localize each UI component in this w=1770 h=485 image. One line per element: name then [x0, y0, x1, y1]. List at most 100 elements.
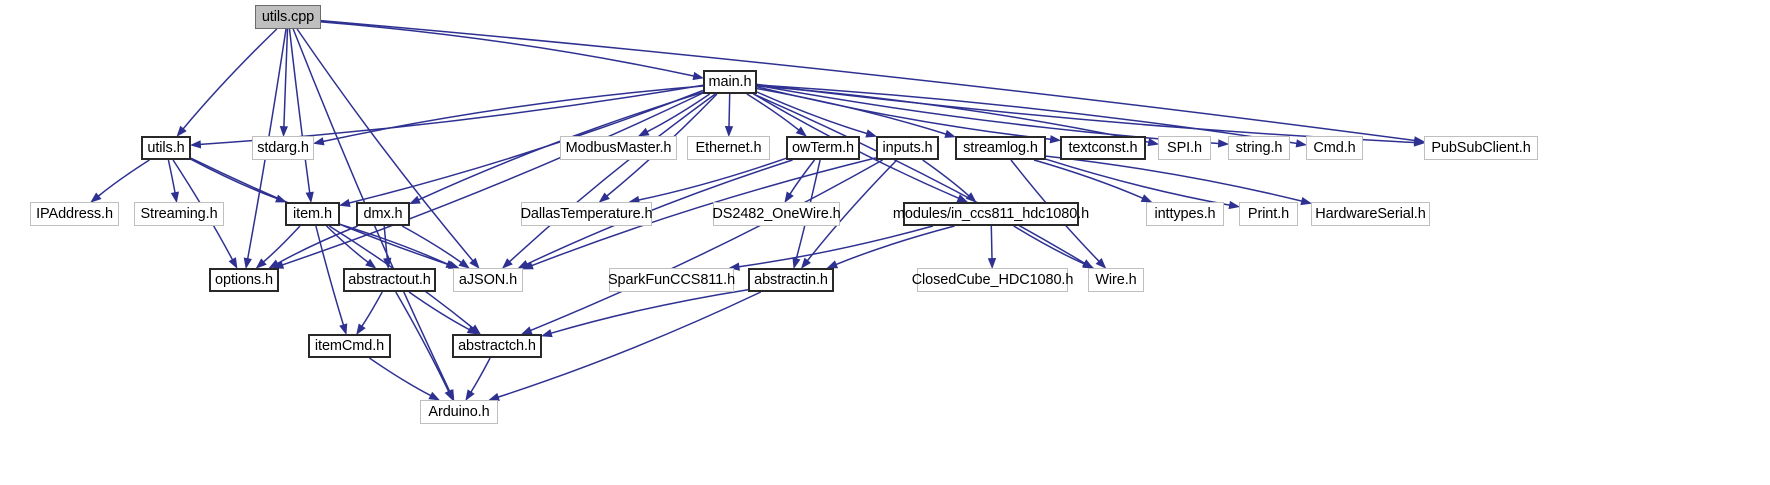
edge-abstractin-h-to-arduino-h [497, 291, 762, 398]
edge-abstractout-h-to-itemcmd-h [361, 291, 383, 327]
node-pubsubclient-h[interactable]: PubSubClient.h [1424, 136, 1538, 160]
edge-dmx-h-to-abstractout-h [383, 225, 389, 259]
arrow-head-icon [965, 192, 977, 203]
edge-inputs-h-to-ajson-h [531, 157, 877, 267]
edge-streamlog-h-to-inttypes-h [1033, 159, 1143, 199]
node-owterm-h[interactable]: owTerm.h [786, 136, 860, 160]
node-string-h[interactable]: string.h [1228, 136, 1290, 160]
edge-main-h-to-ethernet-h [728, 93, 731, 127]
arrow-head-icon [501, 258, 513, 269]
arrow-head-icon [176, 125, 187, 137]
node-inputs-h[interactable]: inputs.h [876, 136, 939, 160]
node-abstractch-h[interactable]: abstractch.h [452, 334, 542, 358]
arrow-head-icon [444, 389, 454, 402]
node-label: options.h [215, 271, 273, 288]
node-ipaddress-h[interactable]: IPAddress.h [30, 202, 119, 226]
node-dallastemp-h[interactable]: DallasTemperature.h [521, 202, 653, 226]
arrow-head-icon [255, 258, 267, 269]
node-label: ModbusMaster.h [565, 139, 672, 156]
edge-owterm-h-to-dallastemp-h [638, 157, 787, 201]
node-options-h[interactable]: options.h [209, 268, 279, 292]
node-label: dmx.h [363, 205, 403, 222]
node-stdarg-h[interactable]: stdarg.h [252, 136, 314, 160]
arrow-head-icon [520, 326, 533, 335]
node-label: abstractch.h [458, 337, 536, 354]
arrow-head-icon [466, 325, 479, 335]
arrow-head-icon [383, 257, 392, 270]
node-arduino-h[interactable]: Arduino.h [420, 400, 498, 424]
node-label: main.h [708, 73, 752, 90]
arrow-head-icon [1228, 200, 1241, 210]
arrow-head-icon [339, 323, 348, 336]
node-label: inputs.h [882, 139, 933, 156]
arrow-head-icon [428, 391, 441, 401]
arrow-head-icon [1413, 138, 1426, 147]
node-modbusmaster-h[interactable]: ModbusMaster.h [560, 136, 677, 160]
node-ds2482-h[interactable]: DS2482_OneWire.h [712, 202, 841, 226]
node-label: Wire.h [1095, 271, 1137, 288]
node-label: abstractin.h [754, 271, 828, 288]
edge-item-h-to-options-h [263, 225, 301, 263]
edge-utils-cpp-to-item-h [288, 28, 311, 193]
edge-abstractin-h-to-abstractch-h [550, 288, 749, 334]
node-dmx-h[interactable]: dmx.h [356, 202, 410, 226]
edge-main-h-to-inputs-h [756, 91, 868, 135]
node-abstractin-h[interactable]: abstractin.h [748, 268, 834, 292]
arrow-head-icon [1295, 139, 1308, 148]
node-label: Ethernet.h [695, 139, 762, 156]
node-closedcube-h[interactable]: ClosedCube_HDC1080.h [912, 268, 1073, 292]
node-cmd-h[interactable]: Cmd.h [1306, 136, 1363, 160]
edge-main-h-to-textconst-h [756, 86, 1051, 141]
node-streamlog-h[interactable]: streamlog.h [955, 136, 1046, 160]
node-inttypes-h[interactable]: inttypes.h [1146, 202, 1224, 226]
node-item-h[interactable]: item.h [285, 202, 340, 226]
node-label: inttypes.h [1154, 205, 1216, 222]
edge-in-ccs811-h-to-abstractin-h [835, 225, 955, 266]
node-textconst-h[interactable]: textconst.h [1060, 136, 1146, 160]
node-label: ClosedCube_HDC1080.h [911, 271, 1074, 288]
arrow-head-icon [338, 198, 351, 207]
node-abstractout-h[interactable]: abstractout.h [343, 268, 436, 292]
edge-itemcmd-h-to-arduino-h [368, 357, 432, 397]
node-utils-h[interactable]: utils.h [141, 136, 191, 160]
edge-main-h-to-cmd-h [756, 84, 1297, 145]
node-ethernet-h[interactable]: Ethernet.h [687, 136, 770, 160]
edge-abstractch-h-to-arduino-h [470, 357, 491, 393]
arrow-head-icon [540, 329, 553, 338]
node-sparkfunccs811-h[interactable]: SparkFunCCS811.h [608, 268, 735, 292]
node-ajson-h[interactable]: aJSON.h [453, 268, 523, 292]
edge-inputs-h-to-in-ccs811-h [922, 159, 970, 197]
node-main-h[interactable]: main.h [703, 70, 757, 94]
node-label: Arduino.h [428, 403, 490, 420]
edge-streamlog-h-to-print-h [1045, 158, 1230, 206]
node-label: utils.h [147, 139, 185, 156]
edge-main-h-to-ajson-h [509, 93, 716, 263]
edge-main-h-to-pubsubclient-h [756, 83, 1415, 144]
node-hardwareserial-h[interactable]: HardwareSerial.h [1311, 202, 1430, 226]
node-label: textconst.h [1068, 139, 1138, 156]
node-wire-h[interactable]: Wire.h [1088, 268, 1144, 292]
arrow-head-icon [1049, 135, 1062, 144]
node-label: utils.cpp [261, 8, 315, 25]
edge-main-h-to-item-h [349, 89, 704, 204]
arrow-head-icon [826, 260, 839, 269]
node-utils-cpp[interactable]: utils.cpp [255, 5, 321, 29]
edge-in-ccs811-h-to-wire-h [1013, 225, 1085, 265]
node-label: string.h [1235, 139, 1283, 156]
node-label: SPI.h [1167, 139, 1202, 156]
edge-dmx-h-to-options-h [277, 225, 358, 265]
edge-abstractout-h-to-arduino-h [395, 291, 450, 392]
arrow-head-icon [356, 323, 366, 335]
node-label: Streaming.h [140, 205, 218, 222]
node-label: IPAddress.h [36, 205, 113, 222]
edge-main-h-to-owterm-h [746, 93, 800, 131]
edge-main-h-to-spi-h [756, 85, 1149, 143]
edge-abstractout-h-to-abstractch-h [408, 291, 470, 331]
node-itemcmd-h[interactable]: itemCmd.h [308, 334, 391, 358]
node-spi-h[interactable]: SPI.h [1158, 136, 1211, 160]
node-in-ccs811-h[interactable]: modules/in_ccs811_hdc1080.h [893, 202, 1089, 226]
node-print-h[interactable]: Print.h [1239, 202, 1298, 226]
node-streaming-h[interactable]: Streaming.h [134, 202, 224, 226]
edge-main-h-to-dmx-h [418, 91, 704, 201]
